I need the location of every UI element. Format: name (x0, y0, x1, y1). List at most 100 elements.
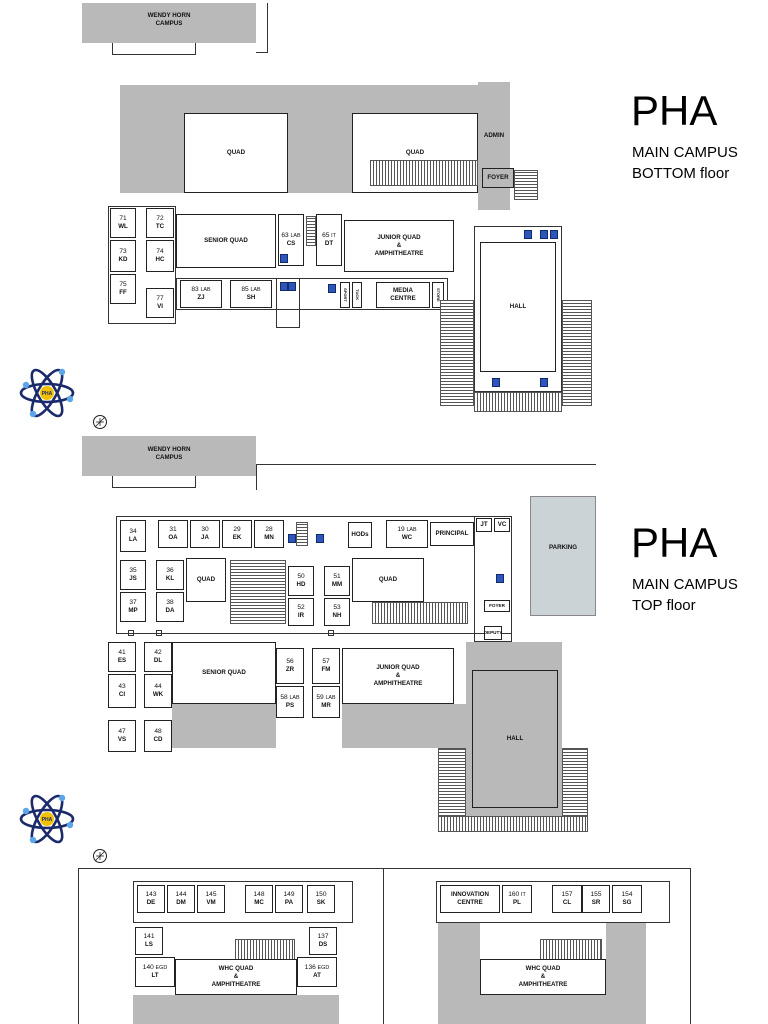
hall-top: HALL (472, 670, 558, 808)
room-85-sh: 85 LAB SH (230, 280, 272, 308)
hods-room: HODs (348, 522, 372, 548)
whc-right-grey-bottom (438, 995, 646, 1024)
room-160-pl: 160 IT PL (502, 885, 532, 913)
bottom-quad-stairs (370, 160, 478, 186)
pillar-3 (328, 630, 334, 636)
south-wing-outline (176, 278, 448, 310)
top-floor-title: PHA (631, 519, 718, 566)
quad-left: QUAD (184, 113, 288, 193)
wendy-horn-label: WENDY HORN CAMPUS (82, 12, 256, 28)
wc-icon-hall-2 (540, 230, 548, 239)
hall-stairs-left (440, 300, 474, 406)
wendy-horn-line2: CAMPUS (155, 20, 183, 27)
pha-logo-icon-2: PHA (19, 794, 75, 844)
wc-icon-admin (496, 574, 504, 583)
room-59-mr: 59 LAB MR (312, 686, 340, 718)
junior-quad-bottom: JUNIOR QUAD & AMPHITHEATRE (344, 220, 454, 272)
media-centre: MEDIA CENTRE (376, 282, 430, 308)
senior-quad-top: SENIOR QUAD (172, 642, 276, 704)
wc-icon-hall-3 (550, 230, 558, 239)
whc-quad-right: WHC QUAD & AMPHITHEATRE (480, 959, 606, 995)
whc-left-grey (133, 995, 339, 1024)
pillar-2 (156, 630, 162, 636)
top-floor-subtitle-line2: TOP floor (632, 597, 696, 614)
stairs-quad-right (372, 602, 468, 624)
admin-column-top (474, 516, 512, 642)
hall-bottom: HALL (480, 242, 556, 372)
top-floor-subtitle-line1: MAIN CAMPUS (632, 576, 738, 593)
whc-quad-left: WHC QUAD & AMPHITHEATRE (175, 959, 297, 995)
hall-top-stairs-right (562, 748, 588, 816)
left-wing-outline (108, 206, 176, 324)
parking-area (530, 496, 596, 616)
principal-room: PRINCIPAL (430, 522, 474, 546)
wc-icon-hall-1 (524, 230, 532, 239)
compass-icon (93, 415, 107, 429)
wc-icon-hall-5 (540, 378, 548, 387)
wendy-horn-walkway (112, 43, 196, 55)
hall-stairs-bottom (474, 392, 562, 412)
hall-top-stairs-bottom (438, 816, 588, 832)
wendy-horn-line1: WENDY HORN (147, 12, 191, 19)
hall-top-stairs-left (438, 748, 466, 816)
wc-icon-sport (328, 284, 336, 293)
wendy-horn-walkway-top (112, 476, 196, 488)
hall-outline-outer (474, 226, 562, 392)
site-road-line (256, 464, 596, 490)
sport-room: SPORT (340, 282, 350, 308)
wc-icon-top-1 (288, 534, 296, 543)
bottom-floor-subtitle: MAIN CAMPUS BOTTOM floor (632, 142, 738, 184)
bottom-floor-map: WENDY HORN CAMPUS QUAD QUAD ADMIN FOYER … (0, 0, 768, 429)
senior-quad-bottom: SENIOR QUAD (176, 214, 276, 268)
wc-icon-63 (280, 254, 288, 263)
wc-icon-hall-4 (492, 378, 500, 387)
admin-block (478, 82, 510, 210)
innovation-centre: INNOVATION CENTRE (440, 885, 500, 913)
top-floor-subtitle: MAIN CAMPUS TOP floor (632, 574, 738, 616)
compass-icon-2 (93, 849, 107, 863)
top-lower-grey-left (172, 704, 276, 748)
logo-text-2: PHA (42, 817, 53, 823)
site-boundary-line (256, 3, 268, 53)
foyer-ramp (514, 170, 538, 200)
top-lower-grey-mid (342, 704, 466, 748)
stairs-63 (306, 216, 316, 246)
stairs-quad-left (230, 560, 286, 624)
whc-left-outline (133, 881, 353, 923)
foyer-top: FOYER (484, 600, 510, 612)
bottom-floor-subtitle-line2: BOTTOM floor (632, 165, 730, 182)
hall-stairs-right (562, 300, 592, 406)
room-58-ps: 58 LAB PS (276, 686, 304, 718)
toilet-block (276, 278, 300, 328)
whc-left-amphi-stairs (235, 939, 295, 961)
bottom-floor-subtitle-line1: MAIN CAMPUS (632, 144, 738, 161)
room-vc: VC (494, 518, 510, 532)
stairs-top-1 (296, 522, 308, 546)
